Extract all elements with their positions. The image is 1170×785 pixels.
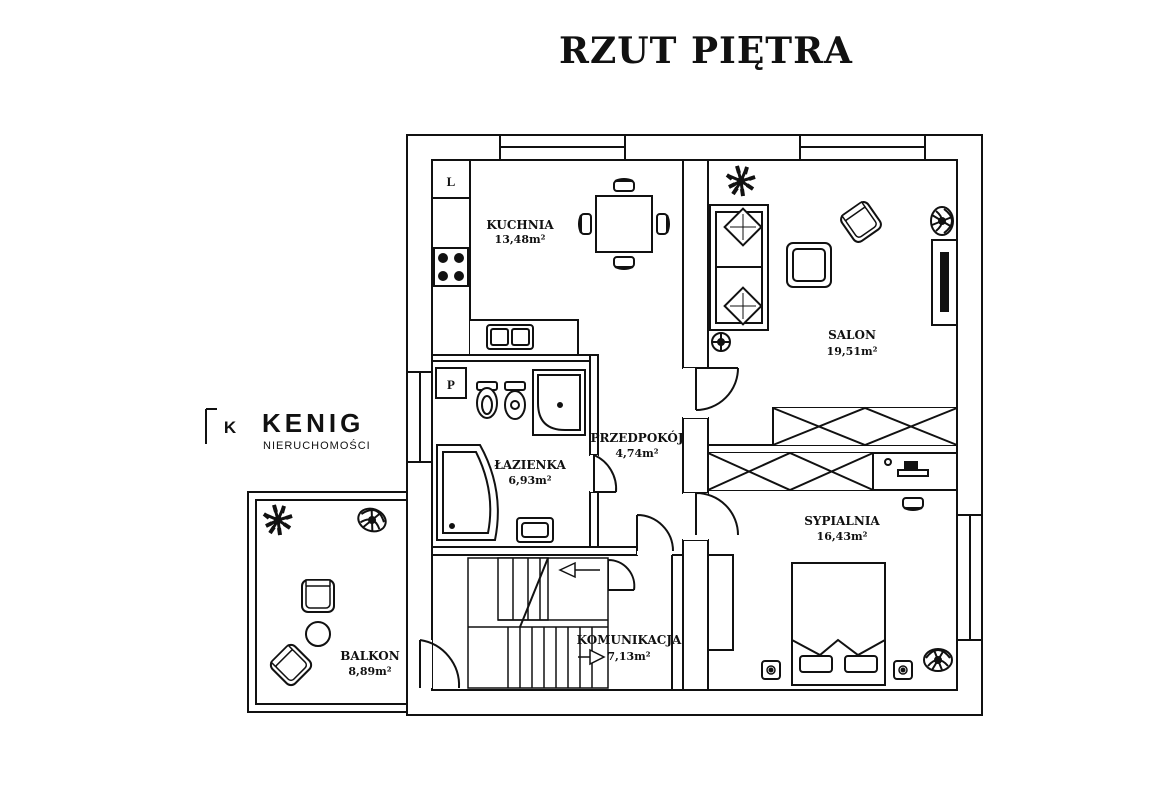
boiler-icon bbox=[435, 367, 467, 399]
fridge-label: L bbox=[447, 174, 456, 189]
room-area-kuchnia: 13,48m² bbox=[495, 233, 546, 246]
sink-icon bbox=[486, 324, 534, 350]
desk-icon bbox=[872, 452, 958, 511]
room-area-balkon: 8,89m² bbox=[348, 665, 391, 678]
bedroom-furniture bbox=[707, 451, 958, 686]
logo-letter: K bbox=[223, 418, 237, 437]
salon-furniture bbox=[709, 164, 958, 447]
bathtub-icon bbox=[436, 444, 499, 541]
side-table-icon bbox=[305, 621, 331, 647]
door-icon bbox=[419, 639, 461, 689]
room-name-salon: SALON bbox=[828, 328, 876, 342]
stove-icon bbox=[433, 247, 469, 287]
bidet-icon bbox=[504, 381, 526, 420]
room-name-balkon: BALKON bbox=[340, 649, 399, 663]
bathroom-fixtures: P bbox=[435, 367, 586, 543]
door-icon bbox=[695, 367, 739, 411]
boiler-label: P bbox=[447, 377, 455, 392]
logo-subtitle: NIERUCHOMOŚCI bbox=[263, 440, 371, 452]
room-area-komunikacja: 7,13m² bbox=[607, 650, 650, 663]
shower-icon bbox=[532, 369, 586, 436]
room-name-kuchnia: KUCHNIA bbox=[486, 218, 554, 232]
doors bbox=[407, 367, 739, 689]
door-icon bbox=[593, 454, 618, 493]
page-title: RZUT PIĘTRA bbox=[559, 30, 853, 72]
room-area-przedpokoj: 4,74m² bbox=[615, 447, 658, 460]
dining-table-icon bbox=[578, 178, 670, 270]
sofa-icon bbox=[709, 204, 769, 331]
logo-frame-icon bbox=[205, 408, 217, 444]
floor-lamp-icon bbox=[711, 332, 731, 352]
room-area-lazienka: 6,93m² bbox=[508, 474, 551, 487]
door-icon bbox=[636, 514, 674, 552]
stairs-icon bbox=[467, 557, 609, 689]
balcony bbox=[247, 491, 408, 713]
dresser-icon bbox=[707, 554, 734, 651]
wardrobe-icon bbox=[772, 406, 958, 447]
room-name-lazienka: ŁAZIENKA bbox=[494, 458, 566, 472]
toilet-icon bbox=[476, 381, 498, 419]
door-icon bbox=[695, 492, 739, 536]
sink-icon bbox=[516, 517, 554, 543]
kitchen-fixtures: L bbox=[431, 159, 670, 356]
room-area-salon: 19,51m² bbox=[827, 345, 878, 358]
bed-icon bbox=[791, 562, 886, 686]
room-name-przedpokoj: PRZEDPOKÓJ bbox=[590, 429, 683, 445]
armchair-icon bbox=[301, 579, 335, 613]
room-labels: KUCHNIA 13,48m² SALON 19,51m² PRZEDPOKÓJ… bbox=[340, 218, 880, 678]
logo-name: KENIG bbox=[262, 408, 365, 438]
interior-walls bbox=[431, 159, 958, 691]
room-name-sypialnia: SYPIALNIA bbox=[804, 514, 880, 528]
tv-icon bbox=[931, 239, 958, 326]
room-area-sypialnia: 16,43m² bbox=[817, 530, 868, 543]
room-name-komunikacja: KOMUNIKACJA bbox=[577, 633, 682, 647]
